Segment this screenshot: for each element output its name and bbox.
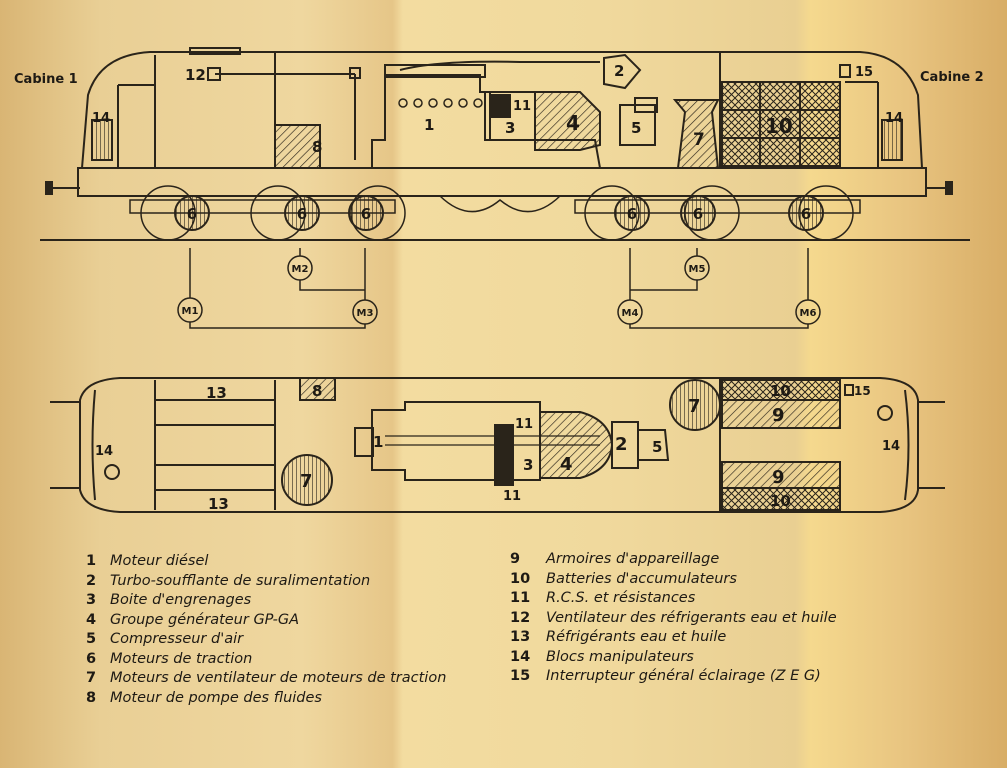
legend-text: R.C.S. et résistances: [546, 590, 696, 606]
legend-text: Moteurs de ventilateur de moteurs de tra…: [110, 670, 447, 686]
legend-text: Batteries d'accumulateurs: [546, 570, 737, 587]
top-label-9-upper: 9: [772, 405, 785, 426]
legend-text: Réfrigérants eau et huile: [546, 629, 727, 645]
legend-text: Blocs manipulateurs: [546, 648, 694, 665]
motor-label-m5: M5: [689, 264, 706, 275]
motor-label-m4: M4: [622, 308, 639, 319]
legend-number: 6: [86, 650, 97, 667]
motor-label-m1: M1: [182, 306, 199, 317]
motor-label-m3: M3: [357, 308, 374, 319]
legend-number: 15: [510, 668, 531, 684]
legend-item: 3 Boite d'engrenages: [86, 591, 446, 611]
legend-text: Boite d'engrenages: [110, 592, 252, 608]
top-label-8: 8: [312, 382, 322, 400]
wheel-labels: 6 6 6 6 6 6: [187, 205, 811, 223]
legend-number: 12: [510, 609, 531, 626]
top-label-11-upper: 11: [515, 417, 533, 432]
legend-number: 11: [510, 590, 531, 606]
side-label-12: 12: [185, 66, 206, 84]
legend-number: 9: [510, 551, 521, 567]
legend-item: 11 R.C.S. et résistances: [510, 589, 837, 609]
legend-number: 2: [86, 572, 97, 589]
legend-number: 8: [86, 689, 97, 706]
legend-number: 7: [86, 670, 97, 686]
wheel-label-6: 6: [693, 205, 703, 223]
legend-item: 7 Moteurs de ventilateur de moteurs de tr…: [86, 669, 446, 689]
top-label-9-lower: 9: [772, 467, 785, 488]
legend-number: 4: [86, 611, 97, 628]
legend-item: 15 Interrupteur général éclairage (Z E G): [510, 667, 837, 687]
cabin-1-label: Cabine 1: [14, 72, 78, 87]
side-label-14-right: 14: [885, 111, 903, 126]
legend-item: 13 Réfrigérants eau et huile: [510, 628, 837, 648]
top-label-13-lower: 13: [208, 495, 229, 513]
legend-text: Moteur de pompe des fluides: [110, 689, 322, 706]
legend-item: 9 Armoires d'appareillage: [510, 550, 837, 570]
legend-item: 14 Blocs manipulateurs: [510, 648, 837, 668]
top-label-14-right: 14: [882, 439, 900, 454]
top-label-10-upper: 10: [770, 382, 791, 400]
legend-number: 10: [510, 570, 531, 587]
top-label-13-upper: 13: [206, 384, 227, 402]
legend-item: 5 Compresseur d'air: [86, 630, 446, 650]
legend-item: 8 Moteur de pompe des fluides: [86, 689, 446, 709]
legend-right: 9 Armoires d'appareillage 10 Batteries d'ac…: [510, 550, 837, 687]
side-label-5: 5: [631, 119, 641, 137]
side-label-15: 15: [855, 65, 873, 80]
side-label-7: 7: [693, 130, 705, 150]
wheel-label-6: 6: [361, 205, 371, 223]
wheel-label-6: 6: [187, 205, 197, 223]
side-label-1: 1: [424, 116, 434, 134]
legend-item: 1 Moteur diésel: [86, 552, 446, 572]
legend-item: 6 Moteurs de traction: [86, 650, 446, 670]
motor-label-m6: M6: [800, 308, 817, 319]
side-label-11: 11: [513, 99, 531, 114]
motor-label-m2: M2: [292, 264, 309, 275]
legend-item: 12 Ventilateur des réfrigerants eau et hu…: [510, 609, 837, 629]
legend-item: 2 Turbo-soufflante de suralimentation: [86, 572, 446, 592]
legend-text: Compresseur d'air: [110, 631, 244, 647]
wheel-label-6: 6: [801, 205, 811, 223]
side-label-4: 4: [566, 111, 580, 135]
legend-number: 14: [510, 648, 531, 665]
wheel-label-6: 6: [627, 205, 637, 223]
side-label-3: 3: [505, 119, 515, 137]
legend-number: 1: [86, 553, 97, 569]
top-label-11-lower: 11: [503, 489, 521, 504]
legend-text: Turbo-soufflante de suralimentation: [110, 572, 371, 589]
wheel-label-6: 6: [297, 205, 307, 223]
legend-text: Moteur diésel: [110, 553, 209, 569]
top-label-7-right: 7: [688, 396, 701, 417]
side-view: [40, 47, 970, 329]
top-label-3: 3: [523, 456, 533, 474]
top-label-15: 15: [854, 384, 871, 398]
legend-number: 5: [86, 631, 97, 647]
top-label-7-left: 7: [300, 471, 313, 492]
legend-text: Groupe générateur GP-GA: [110, 611, 300, 628]
top-view: [50, 377, 945, 513]
top-label-14-left: 14: [95, 444, 113, 459]
cabin-2-label: Cabine 2: [920, 70, 984, 85]
side-label-14-left: 14: [92, 111, 110, 126]
legend-left: 1 Moteur diésel 2 Turbo-soufflante de sural…: [86, 552, 446, 708]
side-label-10: 10: [765, 114, 793, 138]
side-label-8: 8: [312, 138, 322, 156]
legend-item: 10 Batteries d'accumulateurs: [510, 570, 837, 590]
legend-text: Interrupteur général éclairage (Z E G): [546, 668, 821, 684]
legend-text: Moteurs de traction: [110, 650, 253, 667]
top-label-1: 1: [373, 433, 383, 451]
top-label-5: 5: [652, 438, 662, 456]
legend-item: 4 Groupe générateur GP-GA: [86, 611, 446, 631]
legend-number: 3: [86, 592, 97, 608]
legend-text: Armoires d'appareillage: [546, 551, 720, 567]
legend-text: Ventilateur des réfrigerants eau et huil…: [546, 609, 837, 626]
top-label-2: 2: [615, 434, 628, 455]
top-label-4: 4: [560, 454, 573, 475]
side-label-2: 2: [614, 62, 624, 80]
motor-labels: M1 M2 M3 M4 M5 M6: [182, 264, 817, 319]
top-label-10-lower: 10: [770, 492, 791, 510]
legend-number: 13: [510, 629, 531, 645]
